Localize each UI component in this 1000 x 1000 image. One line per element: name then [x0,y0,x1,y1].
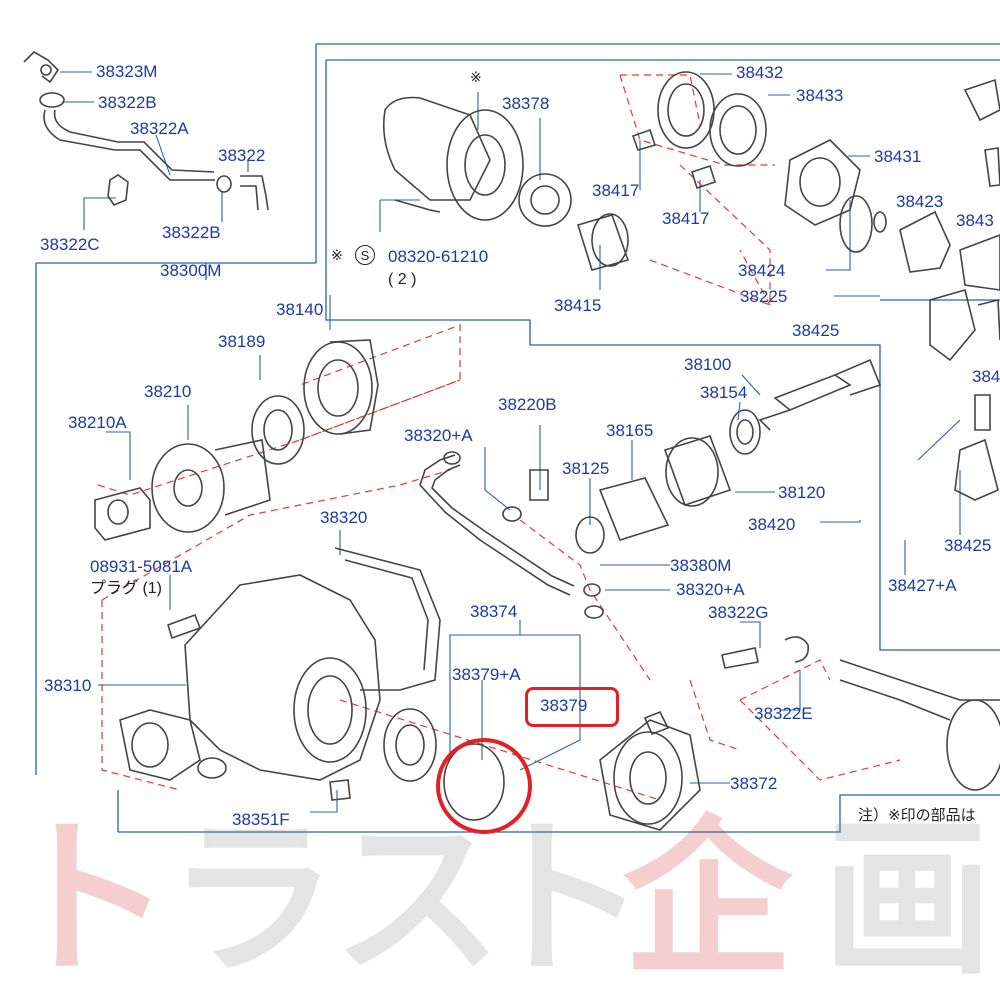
label-38425-a: 38425 [792,321,840,340]
label-38425-b: 38425 [944,536,992,555]
dashed-guide-lines [97,74,901,801]
label-38210: 38210 [144,382,192,401]
label-38322A: 38322A [130,119,189,138]
watermark-char-5: 企 [622,801,793,999]
label-38100: 38100 [684,355,732,374]
side-gears-group [929,289,1000,501]
label-38427A: 38427+A [888,576,957,595]
label-38433: 38433 [796,86,844,105]
label-384-partial: 384 [972,367,1000,386]
side-bearing-group [631,71,1000,291]
label-38323M: 38323M [96,62,158,81]
qty-08320: ( 2 ) [388,271,417,288]
label-38322E: 38322E [754,704,813,723]
label-08931-5081A: 08931-5081A [90,557,193,576]
label-38378: 38378 [502,94,550,113]
label-38322B-top: 38322B [98,93,157,112]
watermark-char-6: 画 [822,801,993,999]
label-38372: 38372 [730,774,778,793]
companion-flange-group [94,339,379,541]
footnote-text: 注）※印の部品は [858,807,976,824]
watermark-char-2: ラ [167,801,338,999]
differential-case-group [382,96,630,271]
group-frame-lines [35,43,1000,833]
label-38380M: 38380M [670,556,732,575]
label-38322G: 38322G [708,603,769,622]
label-38125: 38125 [562,459,610,478]
label-38423: 38423 [896,192,944,211]
label-38154: 38154 [700,383,748,402]
label-38379: 38379 [540,696,588,715]
label-38310: 38310 [44,676,92,695]
watermark-char-3: ス [332,801,503,999]
label-38415: 38415 [554,296,602,315]
label-38322: 38322 [218,146,266,165]
plug-label: プラグ (1) [90,580,163,597]
asterisk-mark: ※ [470,69,482,85]
watermark-char-1: ト [2,801,173,999]
label-38165: 38165 [606,421,654,440]
label-38322B: 38322B [162,223,221,242]
label-38300M: 38300M [160,261,222,280]
label-38120: 38120 [778,483,826,502]
label-38189: 38189 [218,332,266,351]
asterisk-mark-2: ※ [331,247,343,263]
label-38374: 38374 [470,602,518,621]
label-38420: 38420 [748,515,796,534]
label-38220B: 38220B [498,395,557,414]
leader-lines [60,71,961,813]
highlight-circle-38379-part [436,738,532,834]
label-38320A-bottom: 38320+A [676,580,745,599]
label-38320: 38320 [320,508,368,527]
label-38210A: 38210A [68,413,127,432]
highlight-box-38379 [525,687,619,727]
label-38417-b: 38417 [662,209,710,228]
label-38424: 38424 [738,261,786,280]
carrier-housing [119,547,441,801]
oil-pipe [419,451,604,619]
label-3843-partial: 3843 [956,211,994,230]
s-badge: S [355,245,375,265]
label-38379A: 38379+A [452,665,521,684]
breather-hose-assembly [23,51,269,211]
label-38225: 38225 [740,287,788,306]
label-38417-a: 38417 [592,181,640,200]
watermark-char-4: ト [477,801,648,999]
drive-pinion-group [502,358,882,554]
label-08320-61210: 08320-61210 [388,247,489,266]
label-38432: 38432 [736,63,784,82]
label-38431: 38431 [874,147,922,166]
label-38351F: 38351F [232,810,290,829]
label-38320A-top: 38320+A [404,426,473,445]
label-38322C: 38322C [40,235,100,254]
label-38140: 38140 [276,300,324,319]
